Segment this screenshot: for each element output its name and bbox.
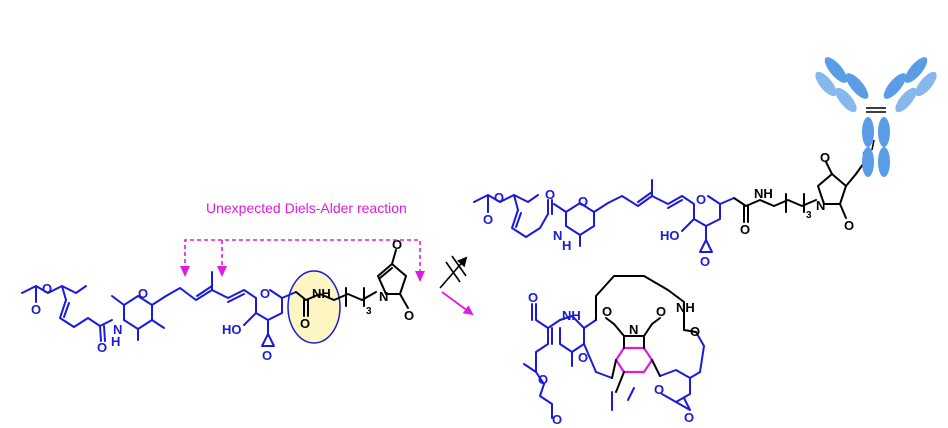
hydroxyl-label: HO xyxy=(222,322,242,337)
pyran-oxygen-1: O xyxy=(138,286,148,301)
annotation-text: Unexpected Diels-Alder reaction xyxy=(206,200,407,216)
linker-carbonyl-oxygen: O xyxy=(300,316,310,331)
adc-pyran-oxygen-1: O xyxy=(578,194,588,209)
product-epoxide-oxygen: O xyxy=(684,410,694,425)
expected-adc: O O O N H O O HO O O NH 3 N O O S xyxy=(473,57,937,269)
linker-nh: NH xyxy=(312,286,331,301)
adc-pyran-oxygen-2: O xyxy=(696,192,706,207)
product-ester-oxygen: O xyxy=(538,372,548,387)
amide-highlight xyxy=(287,270,341,344)
amide-nitrogen-left: N xyxy=(113,322,122,337)
ester-oxygen: O xyxy=(42,281,52,296)
product-amide-nh: NH xyxy=(562,308,581,323)
diels-alder-product: O NH O O O N O O NH O O O xyxy=(523,275,705,427)
product-acetate-oxygen: O xyxy=(552,412,562,427)
adc-linker-nh: NH xyxy=(754,186,773,201)
adc-succinimide-oxygen-top: O xyxy=(820,150,830,165)
adc-succinimide-nitrogen: N xyxy=(816,198,825,213)
starting-molecule: O O O N H O O HO O O NH 3 N O O xyxy=(21,237,414,363)
adc-ester-oxygen: O xyxy=(494,190,504,205)
epoxide-oxygen: O xyxy=(262,348,272,363)
magenta-arrow-icon xyxy=(441,291,474,316)
product-imide-nitrogen: N xyxy=(629,322,638,337)
adc-linker-oxygen: O xyxy=(740,222,750,237)
annotation-arrowhead-3 xyxy=(415,271,425,282)
carbonyl-oxygen-acetate: O xyxy=(31,302,41,317)
adc-repeat-count: 3 xyxy=(806,210,812,221)
pyran-oxygen-2: O xyxy=(260,286,270,301)
product-imide-oxygen-right: O xyxy=(656,304,666,319)
repeat-count: 3 xyxy=(366,306,372,317)
product-imide-oxygen-left: O xyxy=(602,304,612,319)
annotation-arrowhead-2 xyxy=(217,266,227,277)
adc-hydroxyl: HO xyxy=(660,228,680,243)
product-macrocycle-oxygen: O xyxy=(690,324,700,339)
maleimide-nitrogen: N xyxy=(379,289,388,304)
product-macrocycle-nh: NH xyxy=(676,300,695,315)
adc-amide-hydrogen: H xyxy=(562,238,571,253)
adc-epoxide-oxygen: O xyxy=(700,254,710,269)
adc-succinimide-oxygen-bottom: O xyxy=(844,218,854,233)
adc-amide-oxygen: O xyxy=(545,187,555,202)
product-ring-oxygen: O xyxy=(654,382,664,397)
product-pyran-oxygen: O xyxy=(578,350,588,365)
maleimide-oxygen-top: O xyxy=(392,237,402,252)
product-amide-oxygen: O xyxy=(528,290,538,305)
annotation-arrowhead-1 xyxy=(180,266,190,277)
diels-alder-annotation: Unexpected Diels-Alder reaction xyxy=(180,200,425,282)
antibody-icon xyxy=(815,57,937,177)
amide-hydrogen-left: H xyxy=(111,334,120,349)
maleimide-oxygen-bottom: O xyxy=(404,308,414,323)
crossed-arrow-icon xyxy=(439,255,468,289)
amide-oxygen-left: O xyxy=(97,340,107,355)
adc-acetate-oxygen: O xyxy=(483,212,493,227)
adc-amide-nitrogen: N xyxy=(553,228,562,243)
